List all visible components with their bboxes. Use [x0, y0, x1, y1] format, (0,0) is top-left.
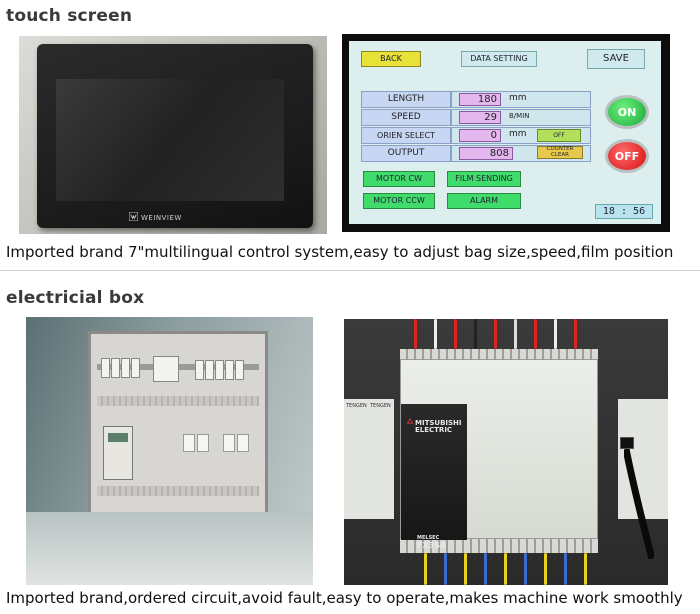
inverter: [103, 426, 133, 480]
hmi-screen: BACK DATA SETTING SAVE LENGTH 180 mm SPE…: [349, 41, 661, 224]
wire: [494, 319, 497, 349]
plc-cable: [624, 449, 654, 559]
electrical-box-photo: [26, 317, 313, 585]
plc-brand-line1: MITSUBISHI: [415, 419, 462, 427]
side-breaker-label: TENGEN: [346, 403, 367, 409]
orien-select-label: ORIEN SELECT: [361, 127, 451, 144]
wire: [514, 319, 517, 349]
relay: [197, 434, 209, 452]
save-button[interactable]: SAVE: [587, 49, 645, 69]
touch-screen-device-photo: WEINVIEW: [19, 36, 327, 234]
wire: [544, 553, 547, 585]
relay: [237, 434, 249, 452]
cabinet-panel: [88, 331, 268, 521]
plc-model-number: FX3SA: [417, 541, 447, 550]
clock-minute: 56: [633, 206, 646, 217]
wire: [574, 319, 577, 349]
wire: [534, 319, 537, 349]
orien-toggle-button[interactable]: OFF: [537, 129, 581, 142]
wire: [554, 319, 557, 349]
relay: [183, 434, 195, 452]
speed-value[interactable]: 29: [459, 111, 501, 124]
wire-duct: [97, 486, 259, 496]
wire: [524, 553, 527, 585]
plc-unit: MITSUBISHI ELECTRIC MELSEC FX3SA: [400, 359, 598, 550]
wire-duct: [97, 396, 259, 406]
electrical-box-caption: Imported brand,ordered circuit,avoid fau…: [6, 589, 683, 607]
counter-clear-button[interactable]: COUNTER CLEAR: [537, 146, 583, 159]
plc-model: MELSEC FX3SA: [417, 532, 467, 550]
plc-brand: MITSUBISHI ELECTRIC: [415, 419, 462, 435]
plc-usb-port: [620, 437, 634, 449]
film-sending-button[interactable]: FILM SENDING: [447, 171, 521, 187]
clock-display: 18 : 56: [595, 204, 653, 219]
speed-label: SPEED: [361, 109, 451, 126]
circuit-breaker: [153, 356, 179, 382]
wire: [434, 319, 437, 349]
circuit-breaker: [215, 360, 224, 380]
wire: [414, 319, 417, 349]
device-brand-label: WEINVIEW: [141, 214, 182, 222]
side-breakers: TENGEN TENGEN: [344, 399, 394, 519]
relay: [223, 434, 235, 452]
section-divider: [0, 270, 700, 271]
device-screen: [56, 79, 284, 201]
wire: [584, 553, 587, 585]
wire: [444, 553, 447, 585]
circuit-breaker: [131, 358, 140, 378]
on-button[interactable]: ON: [605, 95, 649, 129]
plc-photo: TENGEN TENGEN MITSUBISHI ELECTRIC MELSEC…: [344, 319, 668, 585]
motor-cw-button[interactable]: MOTOR CW: [363, 171, 435, 187]
mitsubishi-logo-icon: [406, 418, 414, 424]
orien-select-value[interactable]: 0: [459, 129, 501, 142]
output-value: 808: [459, 147, 513, 160]
wire: [474, 319, 477, 349]
inverter-display: [108, 433, 128, 442]
plc-series: MELSEC: [417, 535, 440, 541]
speed-unit: B/MIN: [509, 112, 530, 120]
wire: [564, 553, 567, 585]
clock-separator: :: [620, 206, 628, 217]
back-button[interactable]: BACK: [361, 51, 421, 67]
length-unit: mm: [509, 93, 527, 103]
off-button[interactable]: OFF: [605, 139, 649, 173]
touch-screen-device: WEINVIEW: [37, 44, 313, 228]
plc-faceplate: MITSUBISHI ELECTRIC MELSEC FX3SA: [401, 404, 467, 550]
output-label: OUTPUT: [361, 145, 451, 162]
plc-brand-line2: ELECTRIC: [415, 426, 453, 435]
hmi-screen-photo: BACK DATA SETTING SAVE LENGTH 180 mm SPE…: [342, 34, 670, 232]
side-breaker-label: TENGEN: [370, 403, 391, 409]
orien-select-unit: mm: [509, 129, 527, 139]
circuit-breaker: [235, 360, 244, 380]
wire: [504, 553, 507, 585]
circuit-breaker: [195, 360, 204, 380]
circuit-breaker: [205, 360, 214, 380]
clock-hour: 18: [602, 206, 615, 217]
cabinet-floor: [26, 512, 313, 585]
length-label: LENGTH: [361, 91, 451, 108]
wire: [454, 319, 457, 349]
wire: [484, 553, 487, 585]
data-setting-button[interactable]: DATA SETTING: [461, 51, 537, 67]
circuit-breaker: [111, 358, 120, 378]
weinview-logo-icon: [129, 212, 138, 221]
wire: [424, 553, 427, 585]
circuit-breaker: [121, 358, 130, 378]
circuit-breaker: [225, 360, 234, 380]
circuit-breaker: [101, 358, 110, 378]
length-value[interactable]: 180: [459, 93, 501, 106]
section-title-touch-screen: touch screen: [6, 6, 133, 26]
wire: [464, 553, 467, 585]
touch-screen-caption: Imported brand 7"multilingual control sy…: [6, 243, 674, 261]
alarm-button[interactable]: ALARM: [447, 193, 521, 209]
terminal-strip-bottom: [400, 539, 598, 553]
motor-ccw-button[interactable]: MOTOR CCW: [363, 193, 435, 209]
section-title-electrical-box: electricial box: [6, 288, 145, 308]
